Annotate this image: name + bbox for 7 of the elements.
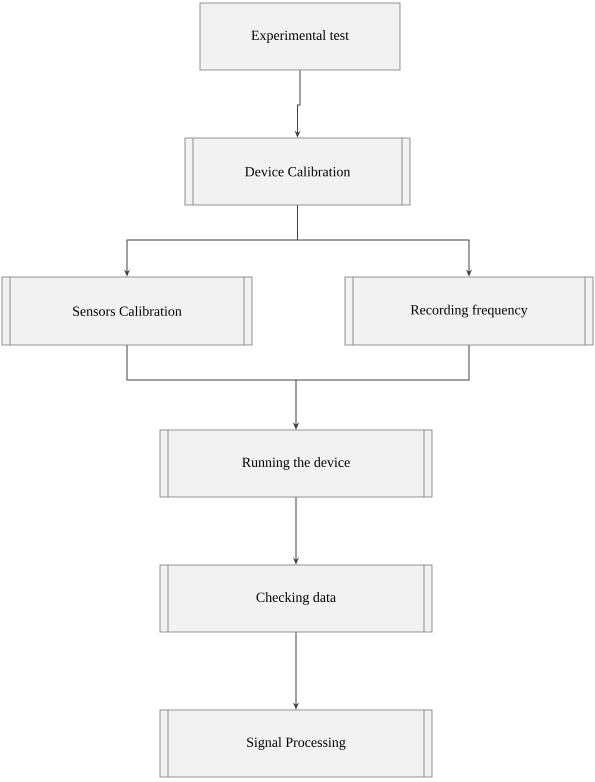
- predefined-process-box: Sensors Calibration: [2, 276, 252, 346]
- predefined-process-box: Recording frequency: [344, 276, 594, 346]
- process-box: Experimental test: [200, 2, 400, 70]
- predefined-process-box: Signal Processing: [160, 710, 432, 778]
- predefined-process-box: Running the device: [160, 430, 432, 498]
- predefined-process-box: Device Calibration: [184, 138, 410, 206]
- predefined-process-box: Checking data: [160, 564, 432, 632]
